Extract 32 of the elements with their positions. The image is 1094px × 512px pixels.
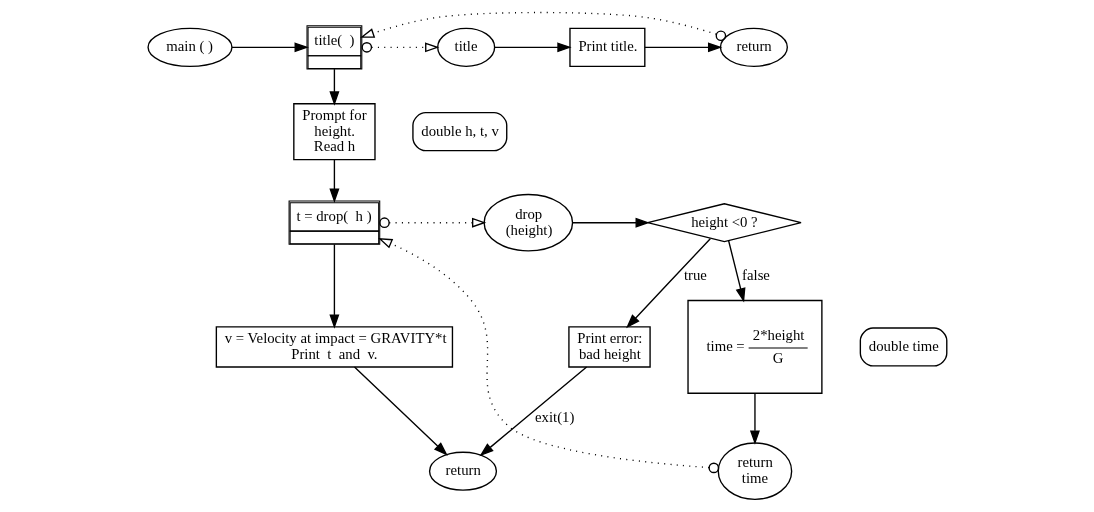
arrow	[328, 68, 339, 106]
node-box: Prompt for height. Read h	[292, 103, 376, 161]
node-box: v = Velocity at impact = GRAVITY*t Print t and v.	[215, 326, 453, 368]
arrow	[378, 217, 486, 228]
node-ellipse: title	[436, 27, 495, 67]
arrow	[377, 238, 719, 474]
arrow	[571, 217, 650, 228]
arrow	[727, 240, 745, 303]
node-box: Print error: bad height	[567, 326, 651, 368]
arrow	[643, 42, 722, 53]
node-box: double h, t, v	[411, 112, 507, 152]
edge-label: true	[683, 266, 707, 283]
arrow	[625, 238, 711, 329]
node-ellipse: return	[428, 451, 497, 491]
arrow	[353, 366, 448, 456]
arrow	[230, 42, 309, 53]
arrow	[328, 243, 339, 329]
node-ellipse: return	[719, 27, 788, 67]
arrow	[493, 42, 572, 53]
arrow	[359, 11, 726, 42]
node-ellipse: main ( )	[146, 27, 233, 67]
arrow	[749, 392, 760, 445]
node-ellipse: return time	[717, 442, 792, 501]
edge-label: false	[741, 266, 770, 283]
node-diamond: height <0 ?	[646, 203, 802, 243]
node-box: double time	[859, 327, 947, 367]
edge-label: exit(1)	[534, 408, 574, 425]
arrow	[361, 42, 439, 53]
node-box: Print title.	[568, 27, 645, 67]
arrow	[328, 159, 339, 203]
node-ellipse: drop (height)	[482, 193, 573, 252]
arrow	[479, 366, 587, 457]
